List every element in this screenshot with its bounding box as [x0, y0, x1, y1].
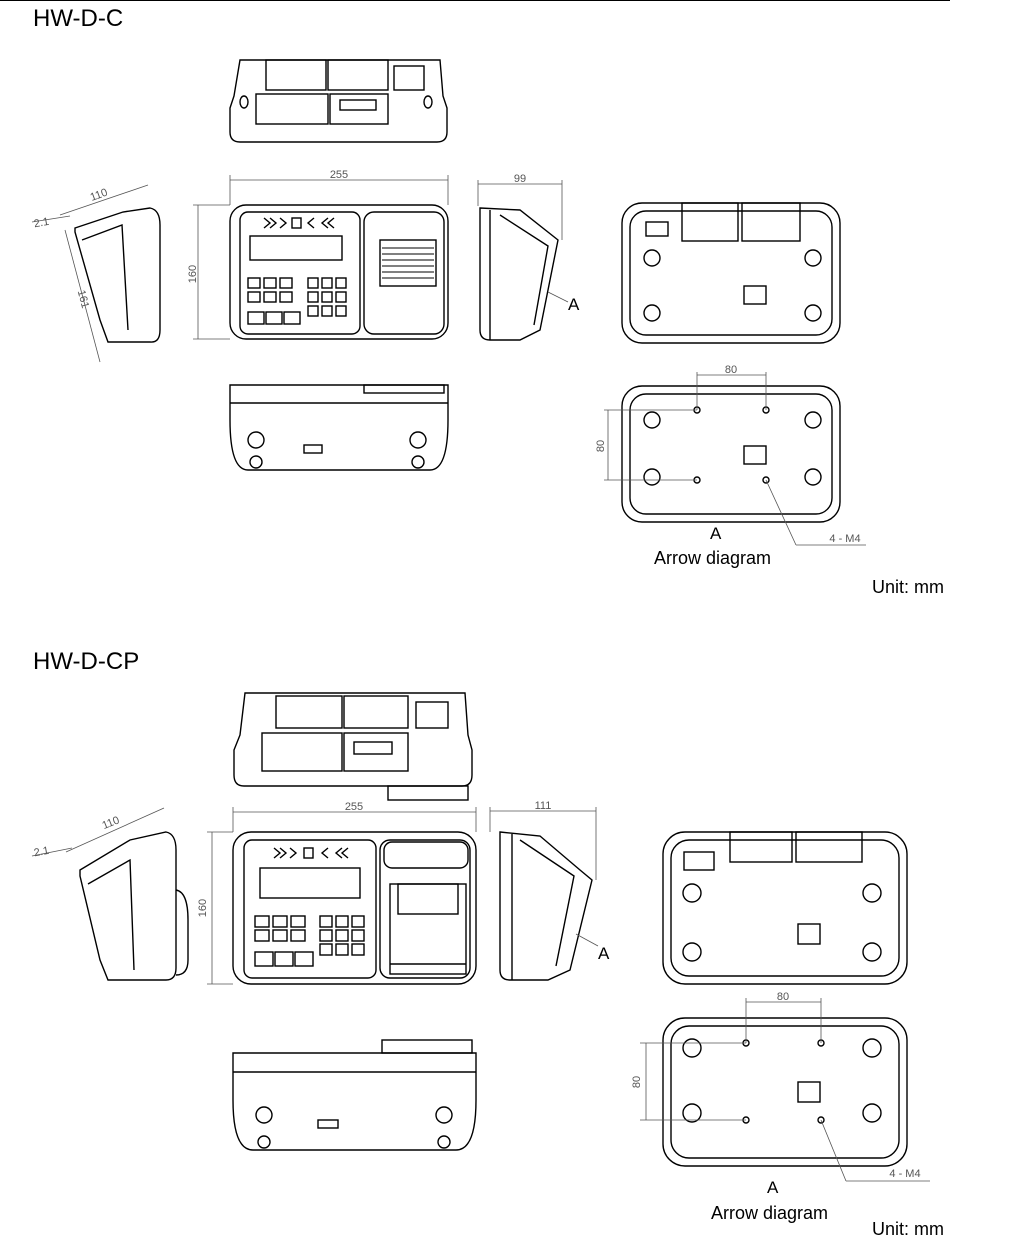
dim-depth-label: 111: [535, 800, 552, 812]
hwdc-dimension-labels: 255 160 99 110 2.1 161 80 80 4 - M4: [33, 169, 861, 545]
hwdcp-dimension-lines: [31, 807, 930, 1182]
arrow-diagram-caption-hwdc: Arrow diagram: [654, 548, 772, 568]
hwdc-front-view: [229, 204, 449, 340]
hwdcp-arrow-view: [662, 1017, 908, 1167]
arrow-diagram-caption-hwdcp: Arrow diagram: [711, 1203, 829, 1223]
arrow-a-view-label: A: [767, 1178, 779, 1197]
dim-side-diag-label: 161: [75, 289, 91, 310]
dim-hole-pitch-y-label: 80: [595, 440, 607, 452]
dim-height-label: 160: [187, 265, 199, 283]
dim-side-offset-label: 2.1: [33, 845, 50, 859]
dim-hole-pitch-x-label: 80: [725, 364, 737, 376]
hwdcp-left-side-view: [79, 831, 189, 981]
dim-side-depth-label: 110: [100, 814, 121, 832]
dim-side-depth-label: 110: [89, 187, 110, 204]
top-rule: [0, 0, 950, 1]
hwdcp-front-view: [232, 831, 477, 985]
hwdcp-bottom-edge-view: [232, 1039, 477, 1151]
hwdc-left-side-view: [74, 207, 161, 343]
hwdc-right-side-view: [479, 207, 559, 341]
dim-screws-label: 4 - M4: [889, 1168, 920, 1180]
hwdcp-right-side-view: [499, 831, 593, 981]
section-title-hwdc: HW-D-C: [33, 5, 124, 32]
hwdc-bottom-plan-view: [621, 202, 841, 344]
arrow-a-view-label: A: [710, 524, 722, 543]
hwdcp-rear-view: [233, 692, 473, 801]
hwdcp-dimension-labels: 255 160 111 110 2.1 80 80 4 - M4: [33, 800, 921, 1180]
dim-hole-pitch-y-label: 80: [631, 1076, 643, 1088]
hwdc-arrow-view: [621, 385, 841, 523]
unit-label-hwdc: Unit: mm: [872, 577, 944, 597]
dim-side-offset-label: 2.1: [33, 216, 50, 230]
section-title-hwdcp: HW-D-CP: [33, 648, 140, 675]
hwdc-rear-view: [229, 59, 448, 143]
dim-depth-label: 99: [514, 173, 526, 185]
dim-screws-label: 4 - M4: [829, 533, 860, 545]
hwdc-dimension-lines: [31, 175, 866, 546]
arrow-a-label: A: [598, 944, 610, 963]
hwdc-bottom-edge-view: [229, 384, 449, 471]
dim-width-label: 255: [330, 169, 348, 181]
dim-hole-pitch-x-label: 80: [777, 991, 789, 1003]
unit-label-hwdcp: Unit: mm: [872, 1219, 944, 1239]
dim-height-label: 160: [197, 899, 209, 917]
arrow-a-label: A: [568, 295, 580, 314]
hwdcp-bottom-plan-view: [662, 831, 908, 985]
dim-width-label: 255: [345, 801, 363, 813]
